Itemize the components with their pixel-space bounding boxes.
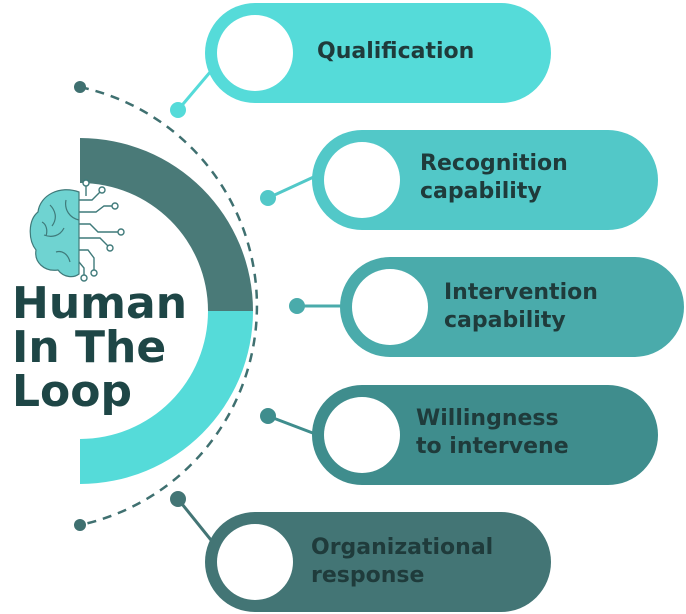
item-recognition-capability-label-1: Recognition bbox=[420, 151, 568, 176]
arc-end-dot bbox=[74, 519, 86, 531]
item-willingness-to-intervene-label-2: to intervene bbox=[416, 434, 569, 459]
brain-circuit-icon bbox=[29, 179, 125, 282]
arc-light-segment bbox=[80, 311, 253, 484]
connectors bbox=[170, 57, 345, 546]
item-intervention-capability-circle bbox=[352, 269, 428, 345]
dashed-arc bbox=[79, 85, 259, 527]
title-line-1: Human bbox=[12, 278, 188, 329]
item-willingness-to-intervene: Willingness to intervene bbox=[312, 385, 658, 485]
item-qualification-circle bbox=[217, 15, 293, 91]
item-willingness-to-intervene-label-1: Willingness bbox=[416, 406, 559, 431]
diagram-title: Human In The Loop bbox=[12, 282, 187, 414]
item-willingness-to-intervene-circle bbox=[324, 397, 400, 473]
item-qualification: Qualification bbox=[205, 3, 551, 103]
item-recognition-capability-label-2: capability bbox=[420, 179, 542, 204]
title-line-3: Loop bbox=[12, 366, 132, 417]
item-qualification-label: Qualification bbox=[317, 39, 475, 64]
arc-start-dot bbox=[74, 81, 86, 93]
item-intervention-capability-label-1: Intervention bbox=[444, 280, 598, 305]
item-organizational-response: Organizational response bbox=[205, 512, 551, 612]
item-intervention-capability: Intervention capability bbox=[340, 257, 684, 357]
item-recognition-capability-circle bbox=[324, 142, 400, 218]
item-organizational-response-label-2: response bbox=[311, 563, 425, 588]
item-intervention-capability-label-2: capability bbox=[444, 308, 566, 333]
item-recognition-capability: Recognition capability bbox=[312, 130, 658, 230]
arc-dark-segment bbox=[80, 138, 253, 311]
title-line-2: In The bbox=[12, 322, 167, 373]
item-organizational-response-label-1: Organizational bbox=[311, 535, 494, 560]
item-organizational-response-circle bbox=[217, 524, 293, 600]
